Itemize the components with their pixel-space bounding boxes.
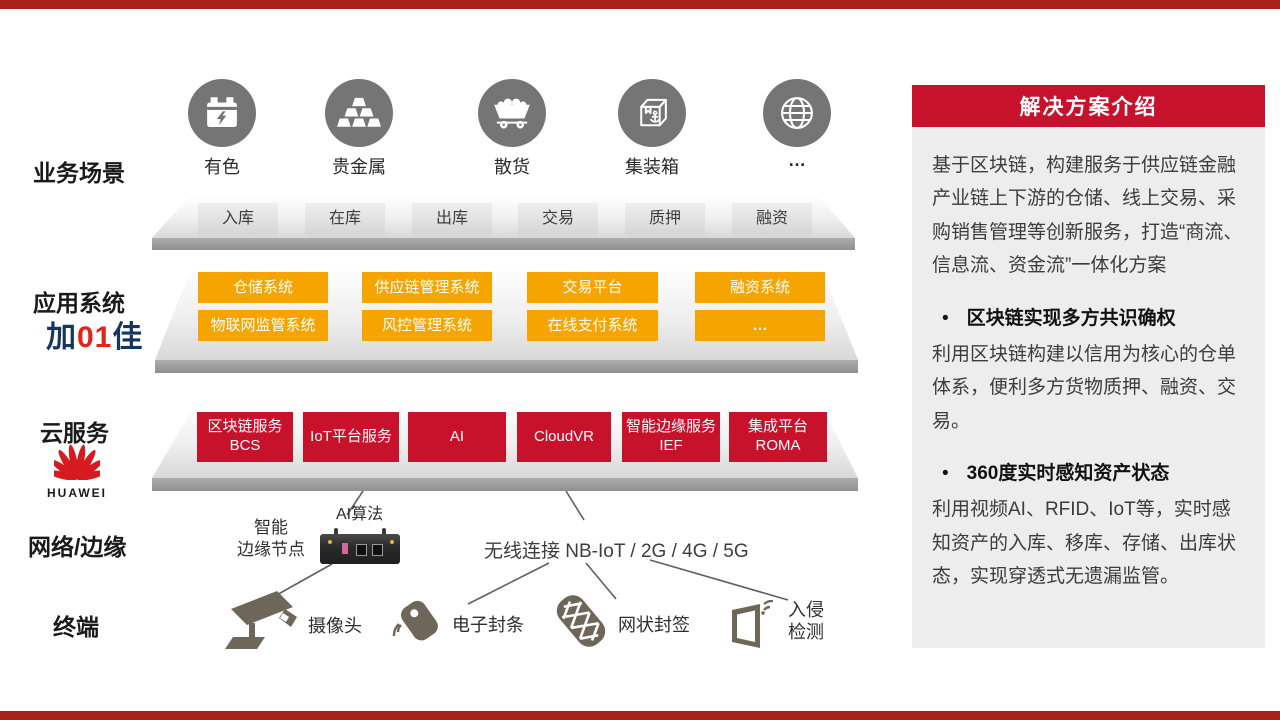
cloud-service-line2: IEF (659, 437, 683, 454)
top-accent-bar (0, 0, 1280, 9)
scenario-label: 集装箱 (625, 157, 679, 177)
ai-algorithm-label: AI算法 (336, 506, 384, 523)
cloud-service-line1: AI (449, 427, 465, 445)
device-port (356, 544, 367, 556)
app-system-box: … (695, 310, 825, 341)
app-system-box: 交易平台 (527, 272, 658, 303)
intrusion-label-line2: 检测 (788, 621, 824, 642)
scenario-circle (325, 79, 393, 147)
process-step: 融资 (732, 203, 812, 235)
jiajia-logo-left: 加 (46, 321, 77, 354)
panel-intro-paragraph: 基于区块链，构建服务于供应链金融产业链上下游的仓储、线上交易、采购销售管理等创新… (932, 155, 1243, 277)
gold-bars-icon (337, 97, 381, 127)
cloud-service-line2: ROMA (755, 437, 801, 454)
process-step: 出库 (412, 203, 492, 235)
cloud-service-box: IoT平台服务 (303, 412, 399, 462)
intrusion-detection-icon (732, 600, 774, 648)
scenario-circle (188, 79, 256, 147)
panel-paragraph-sensing: 利用视频AI、RFID、IoT等，实时感知资产的入库、移库、存储、出库状态，实现… (932, 499, 1237, 587)
layer-label-cloud: 云服务 (40, 420, 109, 446)
scenario-label: … (788, 150, 806, 170)
device-slot (342, 543, 348, 554)
process-step: 质押 (625, 203, 705, 235)
app-system-box: 融资系统 (695, 272, 825, 303)
app-system-box: 风控管理系统 (362, 310, 492, 341)
cloud-service-box: CloudVR (517, 412, 611, 462)
cloud-service-line1: 集成平台 (747, 418, 808, 436)
intrusion-label: 入侵 检测 (778, 600, 834, 643)
app-system-box: 物联网监管系统 (198, 310, 328, 341)
shelf-front-edge (155, 360, 858, 373)
scenario-circle (618, 79, 686, 147)
scenario-label: 有色 (204, 157, 240, 177)
huawei-logo: HUAWEI (47, 444, 107, 500)
layer-label-business: 业务场景 (33, 160, 125, 186)
intrusion-label-line1: 入侵 (788, 600, 824, 620)
jiajia-logo: 加01佳 (46, 312, 143, 356)
electronic-seal-icon (392, 600, 438, 641)
process-step: 入库 (198, 203, 278, 235)
scenario-label: 贵金属 (332, 157, 386, 177)
mesh-seal-icon (556, 595, 606, 647)
shelf-front-edge (152, 478, 858, 491)
scenario-label: 散货 (494, 157, 530, 177)
device-antenna (382, 528, 386, 536)
layer-label-application: 应用系统 (33, 290, 125, 316)
edge-node-label: 智能 边缘节点 (228, 517, 314, 561)
cloud-service-line1: 区块链服务 (207, 418, 283, 436)
jiajia-logo-right: 佳 (112, 321, 144, 354)
mine-cart-icon (494, 98, 530, 129)
app-system-box: 仓储系统 (198, 272, 328, 303)
cloud-service-line1: IoT平台服务 (310, 427, 392, 445)
edge-device-image (320, 528, 400, 566)
cctv-camera-icon (225, 591, 297, 649)
process-step: 交易 (518, 203, 598, 235)
panel-bullet-consensus: 区块链实现多方共识确权 (932, 303, 1245, 330)
huawei-wordmark: HUAWEI (47, 486, 107, 500)
device-led (390, 540, 394, 544)
app-system-box: 供应链管理系统 (362, 272, 492, 303)
device-antenna (334, 528, 338, 536)
layer-label-terminal: 终端 (53, 614, 99, 640)
panel-title: 解决方案介绍 (912, 85, 1265, 127)
process-step: 在库 (305, 203, 385, 235)
cloud-service-line1: CloudVR (533, 427, 595, 445)
device-port (372, 544, 383, 556)
container-icon (640, 98, 667, 127)
scenario-circle (478, 79, 546, 147)
cloud-service-line2: BCS (229, 437, 261, 454)
huawei-flower-icon (47, 444, 107, 481)
panel-body: 基于区块链，构建服务于供应链金融产业链上下游的仓储、线上交易、采购销售管理等创新… (912, 127, 1265, 593)
scenario-circle (763, 79, 831, 147)
bottom-accent-bar (0, 711, 1280, 720)
jiajia-logo-mid: 01 (77, 321, 113, 354)
wireless-connect-label: 无线连接 NB-IoT / 2G / 4G / 5G (484, 541, 749, 562)
edge-node-label-line1: 智能 (254, 518, 288, 537)
edge-node-label-line2: 边缘节点 (237, 540, 305, 560)
solution-intro-panel: 解决方案介绍 基于区块链，构建服务于供应链金融产业链上下游的仓储、线上交易、采购… (912, 85, 1265, 648)
mesh-seal-label: 网状封签 (618, 615, 690, 635)
panel-bullet-360: 360度实时感知资产状态 (932, 458, 1245, 485)
globe-icon (781, 97, 813, 129)
battery-icon (207, 97, 237, 127)
layer-label-network: 网络/边缘 (28, 534, 127, 560)
app-system-box: 在线支付系统 (527, 310, 658, 341)
device-led (328, 540, 332, 544)
cloud-service-box: AI (408, 412, 506, 462)
camera-label: 摄像头 (308, 616, 362, 636)
panel-paragraph-blockchain: 利用区块链构建以信用为核心的仓单体系，便利多方货物质押、融资、交易。 (932, 343, 1237, 432)
shelf-front-edge (152, 238, 855, 250)
cloud-service-line1: 智能边缘服务 (625, 418, 716, 436)
eseal-label: 电子封条 (452, 615, 524, 635)
